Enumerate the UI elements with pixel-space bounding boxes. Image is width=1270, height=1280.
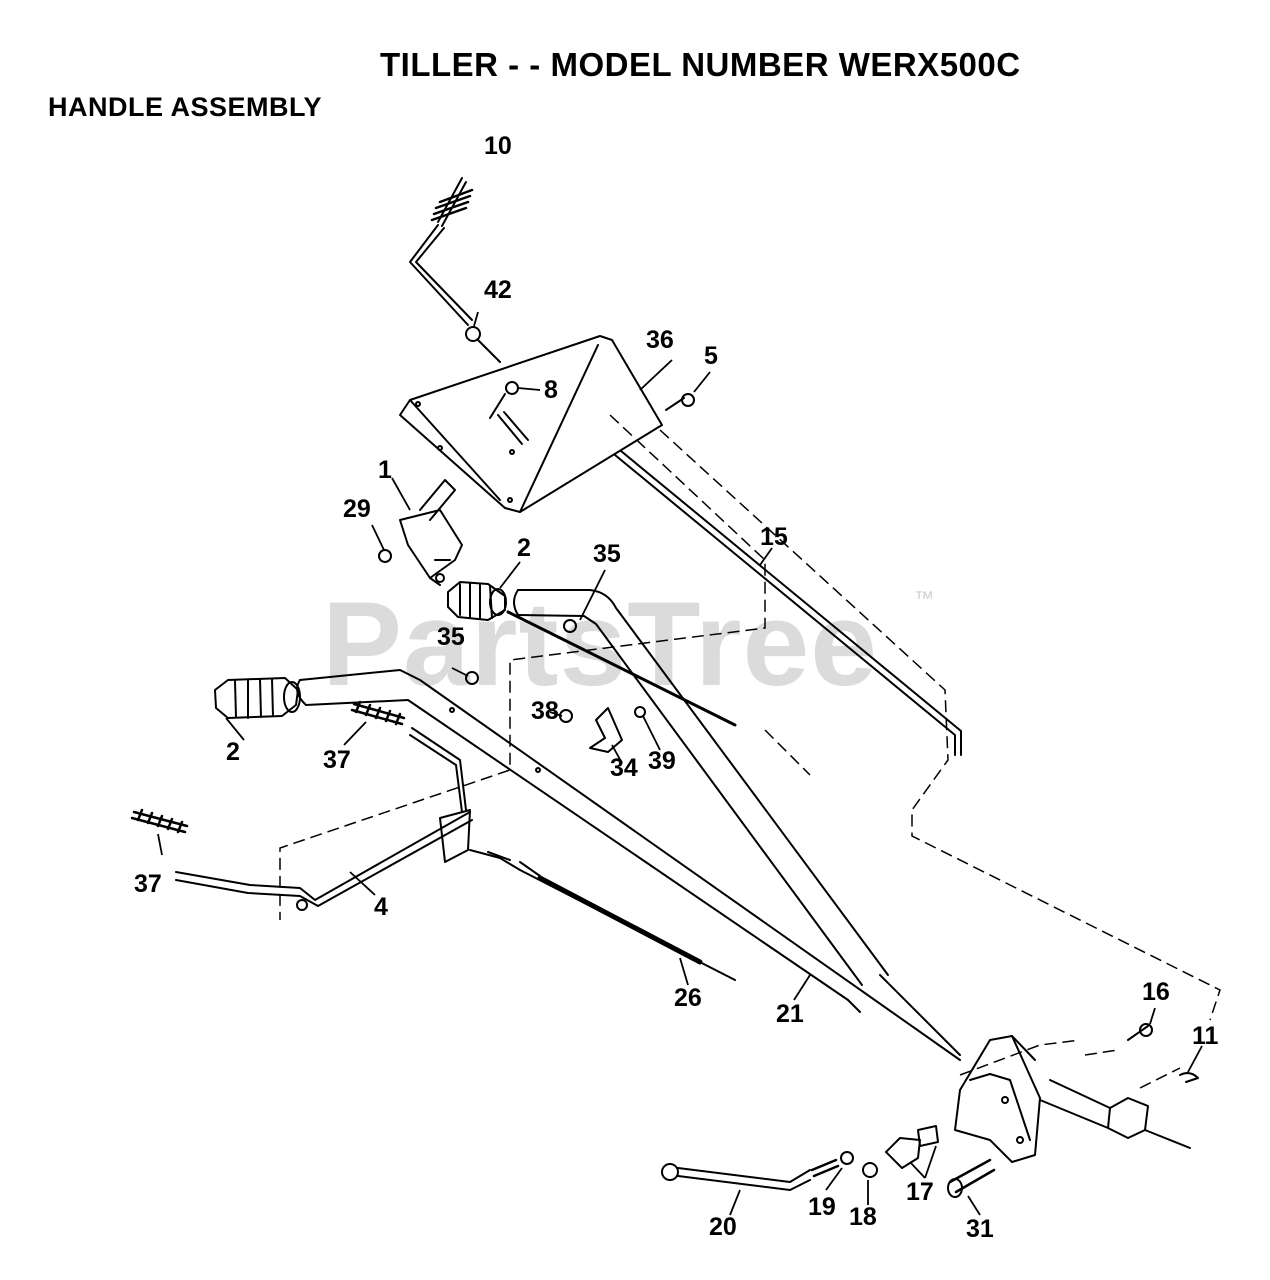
callout-11: 11 <box>1192 1022 1219 1050</box>
part-35-nut-lower <box>465 671 479 685</box>
callout-labels: 10 42 36 5 8 1 29 2 35 15 35 2 37 38 39 … <box>134 132 1219 1243</box>
callout-35-lower: 35 <box>437 623 465 651</box>
part-37-spring-upper <box>350 700 406 726</box>
callout-34: 34 <box>610 754 638 782</box>
callout-37-upper: 37 <box>323 746 351 774</box>
callout-35-upper: 35 <box>593 540 621 568</box>
callout-21: 21 <box>776 1000 804 1028</box>
part-1-bracket <box>399 479 463 586</box>
part-2-upper-grip <box>447 581 507 621</box>
callout-8: 8 <box>544 376 558 404</box>
part-11-pin <box>1179 1072 1199 1083</box>
trademark-symbol: ™ <box>914 588 934 610</box>
part-2-lower-grip <box>214 677 301 719</box>
part-19-spring <box>810 1151 854 1178</box>
callout-5: 5 <box>704 342 718 370</box>
callout-15: 15 <box>760 523 788 551</box>
callout-16: 16 <box>1142 978 1170 1006</box>
transmission-housing <box>1039 1079 1191 1149</box>
part-4-clutch-rod <box>175 727 473 911</box>
callout-36: 36 <box>646 326 674 354</box>
part-26-cable <box>469 849 736 981</box>
callout-18: 18 <box>849 1203 877 1231</box>
part-42-nut <box>465 326 501 363</box>
part-21-handle-tube <box>296 669 961 1061</box>
part-10-spring-rod <box>409 177 474 326</box>
callout-4: 4 <box>374 893 388 921</box>
part-5-bolt <box>665 393 695 411</box>
callout-31: 31 <box>966 1215 994 1243</box>
part-16-bolt <box>1127 1023 1153 1041</box>
callout-39: 39 <box>648 747 676 775</box>
callout-19: 19 <box>808 1193 836 1221</box>
phantom-outline <box>279 414 1221 1089</box>
upper-handlebar <box>513 589 889 986</box>
part-31-bolt <box>947 1158 996 1198</box>
part-36-shield <box>399 335 663 513</box>
callout-10: 10 <box>484 132 512 160</box>
part-39-washer <box>634 706 646 718</box>
part-34-bracket <box>589 707 623 753</box>
part-17-spacer <box>885 1125 939 1169</box>
handle-mount-bracket <box>954 1035 1041 1163</box>
callout-42: 42 <box>484 276 512 304</box>
callout-20: 20 <box>709 1213 737 1241</box>
assembly-subtitle: HANDLE ASSEMBLY <box>48 92 323 122</box>
callout-26: 26 <box>674 984 702 1012</box>
callout-38: 38 <box>531 697 559 725</box>
callout-1: 1 <box>378 456 392 484</box>
control-cable <box>506 610 737 727</box>
part-15-rod <box>614 450 962 756</box>
part-29-nut <box>378 549 392 563</box>
leader-lines <box>157 311 1203 1216</box>
part-20-shift-lever <box>661 1163 811 1191</box>
part-18-nut <box>862 1162 878 1178</box>
page-title: TILLER - - MODEL NUMBER WERX500C <box>380 46 1021 83</box>
watermark-logo: PartsTree <box>322 577 879 711</box>
callout-29: 29 <box>343 495 371 523</box>
callout-2-upper: 2 <box>517 534 531 562</box>
part-37-spring-lower <box>130 808 189 834</box>
callout-37-lower: 37 <box>134 870 162 898</box>
callout-2-lower: 2 <box>226 738 240 766</box>
callout-17: 17 <box>906 1178 934 1206</box>
part-35-nut-upper <box>563 619 577 633</box>
